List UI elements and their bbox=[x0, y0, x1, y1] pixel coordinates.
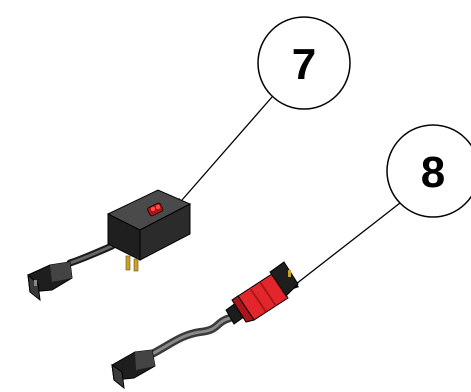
gfci-plug-prong bbox=[125, 255, 131, 271]
leader-line-7 bbox=[172, 96, 273, 212]
gfci-power-cord bbox=[27, 189, 192, 302]
iec-connector-8 bbox=[111, 349, 156, 390]
gfci-housing bbox=[106, 189, 192, 272]
callout-7-label: 7 bbox=[292, 40, 316, 89]
locking-collar bbox=[231, 273, 289, 323]
leader-line-8 bbox=[285, 202, 401, 292]
callout-8: 8 bbox=[386, 124, 471, 218]
callout-7: 7 bbox=[257, 16, 351, 110]
callout-7-circle bbox=[257, 16, 351, 110]
callout-8-circle bbox=[386, 124, 471, 218]
locking-power-cord bbox=[111, 261, 299, 390]
iec-connector-7 bbox=[27, 261, 73, 302]
locking-plug-head bbox=[269, 261, 299, 297]
gfci-indicator-light bbox=[150, 206, 156, 212]
gfci-housing-side bbox=[139, 203, 191, 261]
callout-8-label: 8 bbox=[421, 148, 445, 197]
